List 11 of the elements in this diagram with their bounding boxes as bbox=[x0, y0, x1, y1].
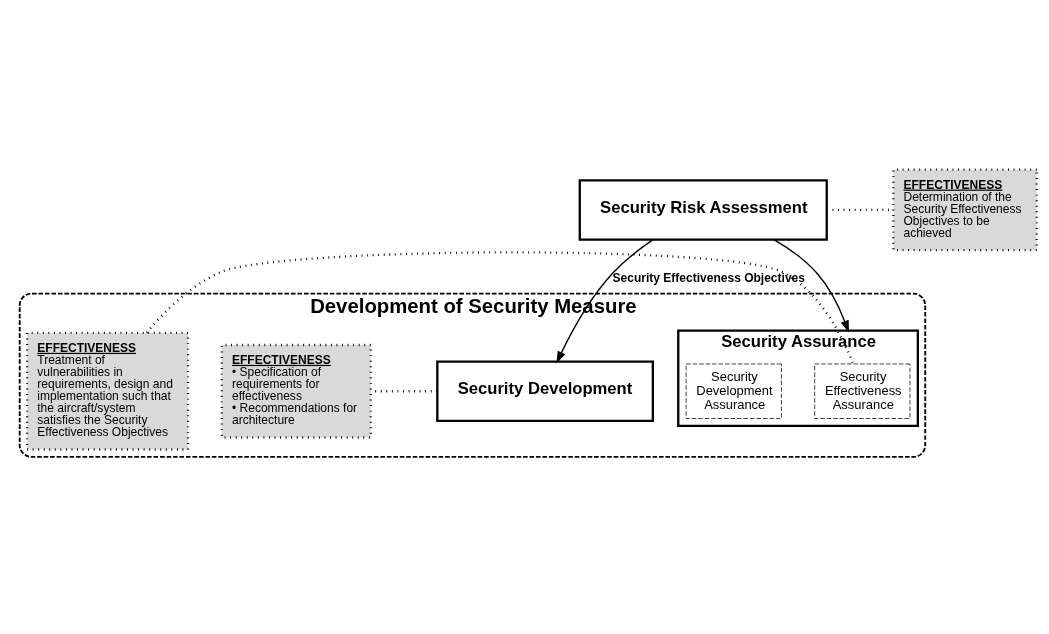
arrow bbox=[773, 238, 849, 333]
node-box: Security Development bbox=[436, 360, 654, 422]
node-box: EFFECTIVENESS Determination of the Security Effectiveness Objectives to be achieved bbox=[892, 168, 1038, 252]
node-box: EFFECTIVENESS • Specification of requirements for effectiveness • Recommendations for architecture bbox=[220, 343, 372, 439]
node-box: EFFECTIVENESS Treatment of vulnerabilities in requirements, design and implementation such that the aircraft/system satisfies the Security Effectiveness Objectives bbox=[25, 331, 190, 451]
node-box: Security Development Assurance bbox=[685, 363, 782, 419]
node-box: Security Risk Assessment bbox=[578, 179, 828, 241]
arrow bbox=[556, 238, 654, 364]
node-box: Security Effectiveness Assurance bbox=[814, 363, 911, 419]
connector bbox=[145, 251, 855, 365]
edge-label: Security Effectiveness Objectives bbox=[612, 270, 805, 285]
